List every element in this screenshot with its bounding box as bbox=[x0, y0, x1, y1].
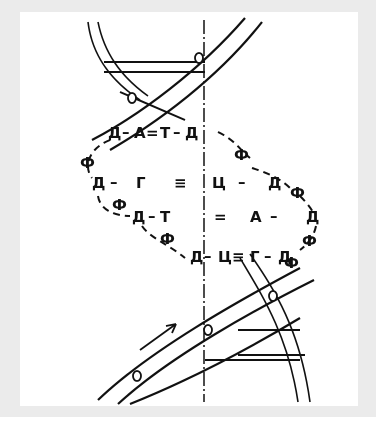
dash: – bbox=[204, 247, 212, 265]
base-pair-row-1: Д – A = T – Д bbox=[108, 123, 198, 142]
base-a-2: Г bbox=[136, 174, 146, 192]
base-a-3: T bbox=[160, 208, 171, 226]
phosphate-3: Ф bbox=[112, 196, 127, 214]
phosphate-6: Ф bbox=[302, 232, 317, 250]
base-b-4: Г bbox=[250, 248, 260, 266]
sugar-left-3: Д bbox=[132, 208, 145, 226]
dash: – bbox=[238, 173, 246, 191]
sugar-right-2: Д bbox=[268, 174, 281, 192]
dash: – bbox=[270, 207, 278, 225]
dash: – bbox=[148, 207, 156, 225]
bond-3: = bbox=[214, 208, 227, 226]
phosphate-4: Ф bbox=[290, 184, 305, 202]
sugar-left-2: Д bbox=[92, 174, 105, 192]
sugar-right-3: Д bbox=[306, 208, 319, 226]
dash: – bbox=[173, 123, 181, 141]
sugar-left-1: Д bbox=[108, 124, 121, 142]
dash: – bbox=[122, 123, 130, 141]
bond-1: = bbox=[146, 124, 159, 142]
phosphate-2: Ф bbox=[80, 154, 95, 172]
bond-2: ≡ bbox=[174, 174, 187, 192]
base-b-3: A bbox=[250, 208, 262, 226]
phosphate-5: Ф bbox=[160, 230, 175, 248]
phosphate-7: Ф bbox=[284, 254, 299, 272]
base-b-2: Ц bbox=[212, 174, 226, 192]
sugar-left-4: Д bbox=[190, 248, 203, 266]
sugar-right-1: Д bbox=[185, 124, 198, 142]
bond-4: ≡ bbox=[232, 248, 245, 266]
dash: – bbox=[264, 247, 272, 265]
base-a-1: A bbox=[134, 124, 146, 142]
base-a-4: Ц bbox=[218, 248, 232, 266]
base-b-1: T bbox=[160, 124, 171, 142]
dash: – bbox=[110, 173, 118, 191]
phosphate-1: Ф bbox=[234, 146, 249, 164]
